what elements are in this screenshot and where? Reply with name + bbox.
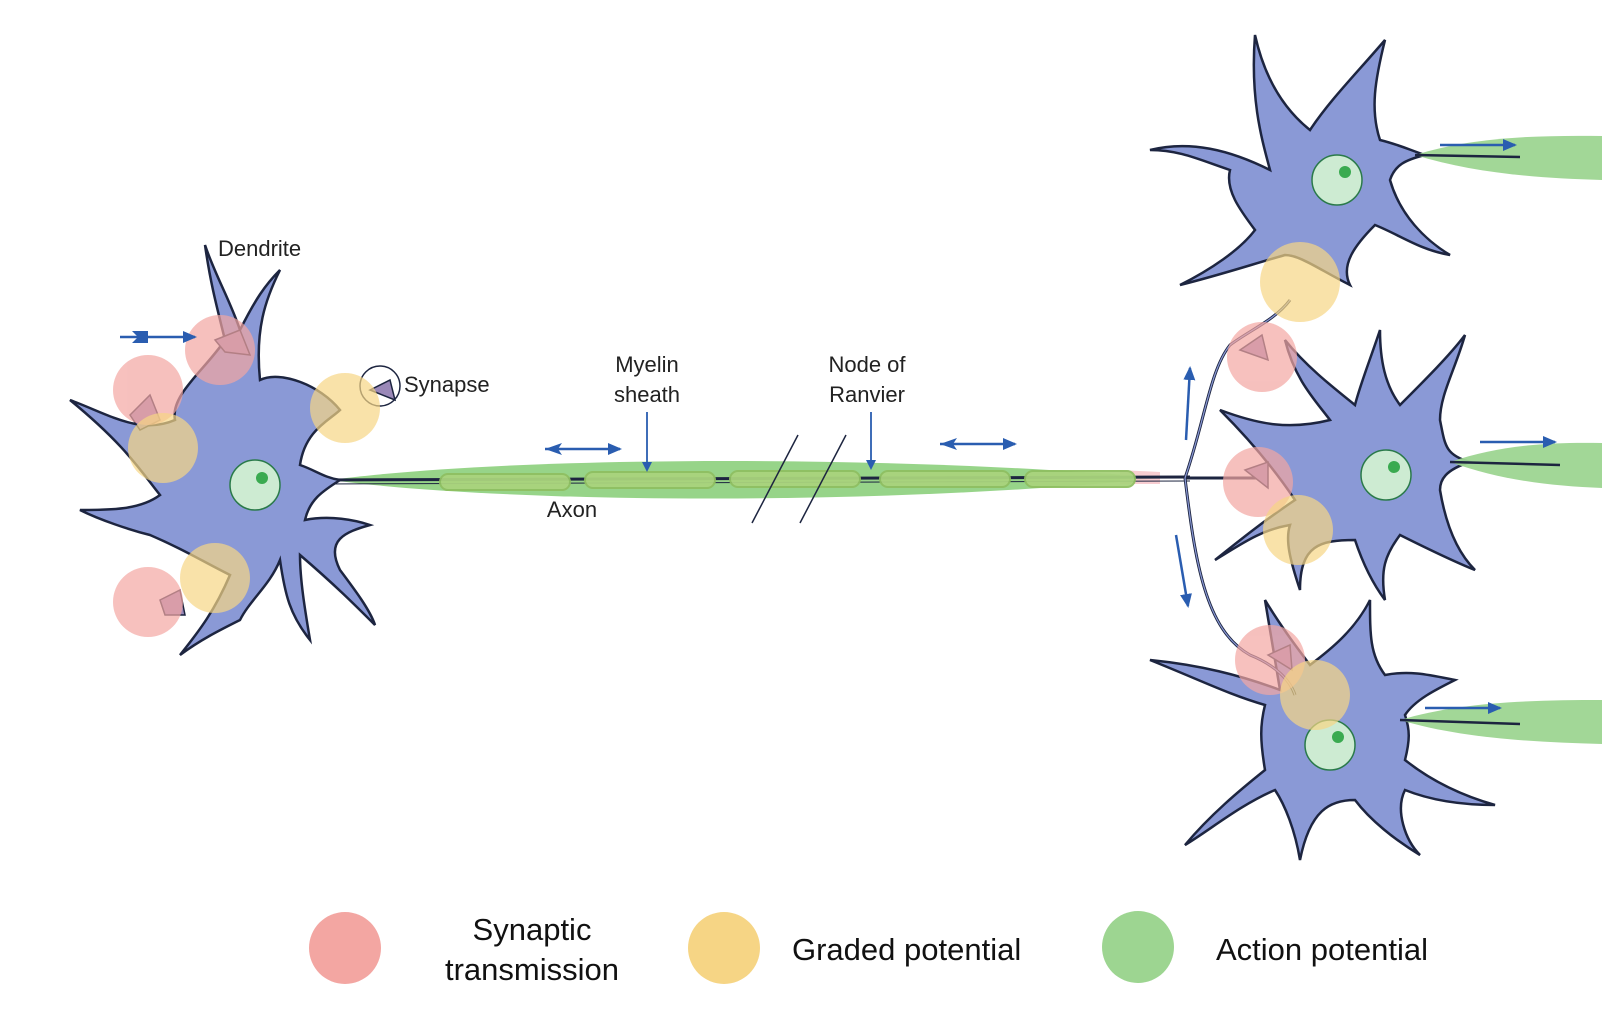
legend-swatch-synaptic [309,912,381,984]
postsynaptic-neuron-middle [1214,329,1476,601]
legend-item-action-potential: Action potential [1102,911,1428,983]
legend-item-graded-potential: Graded potential [688,912,1021,984]
synapse-label: Synapse [404,372,490,397]
legend-label-action: Action potential [1216,932,1428,967]
myelin-label-line1: Myelin [615,352,679,377]
legend-swatch-action [1102,911,1174,983]
output-action-potential-fields [1399,135,1602,744]
legend-label-graded: Graded potential [792,932,1021,967]
legend: Synaptic transmission Graded potential A… [309,911,1428,987]
legend-label-synaptic-line1: Synaptic [473,912,592,947]
dendrite-label: Dendrite [218,236,301,261]
synaptic-transmission-markers [113,315,1305,695]
myelin-label-line2: sheath [614,382,680,407]
legend-label-synaptic-line2: transmission [445,952,619,987]
legend-swatch-graded [688,912,760,984]
signal-direction-arrows [120,139,1557,714]
node-label-line1: Node of [828,352,906,377]
postsynaptic-neuron-top [1149,34,1451,288]
axon-break-marks [751,434,847,524]
legend-item-synaptic-transmission: Synaptic transmission [309,912,619,987]
postsynaptic-neuron-bottom [1149,599,1496,861]
node-label-line2: Ranvier [829,382,905,407]
axon-label: Axon [547,497,597,522]
myelin-sheath-segments [439,470,1136,491]
graded-potential-markers [128,242,1350,730]
